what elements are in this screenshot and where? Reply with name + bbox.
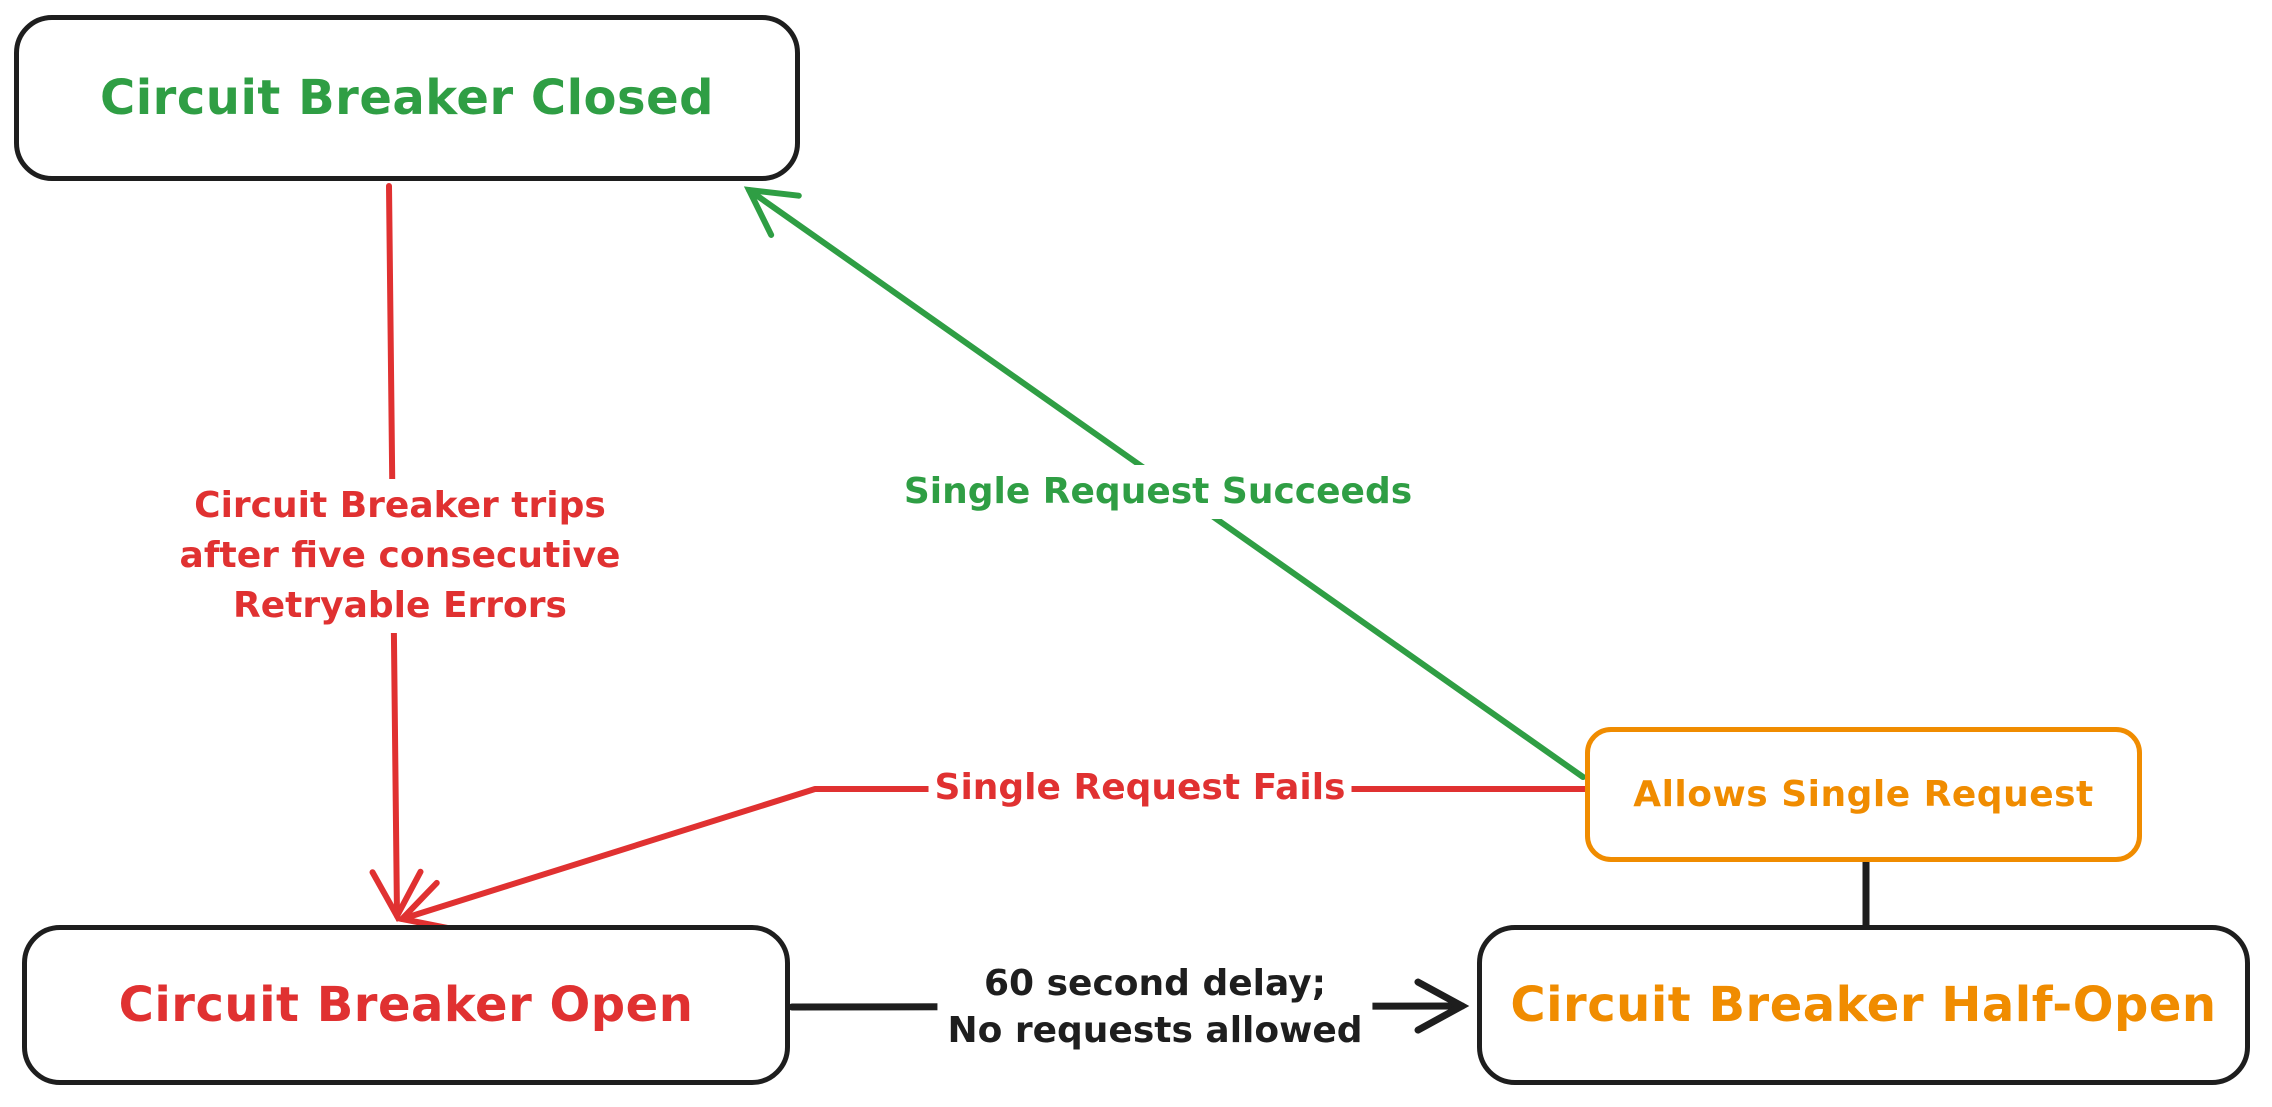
- edge-label-trip-line3: Retryable Errors: [233, 585, 567, 626]
- node-circuit-breaker-half-open-label: Circuit Breaker Half-Open: [1510, 977, 2217, 1033]
- node-allows-single-request: Allows Single Request: [1585, 727, 2142, 862]
- edge-label-delay-line1: 60 second delay;: [983, 963, 1327, 1004]
- edge-label-single-request-fails: Single Request Fails: [928, 763, 1352, 813]
- node-allows-single-request-label: Allows Single Request: [1633, 774, 2094, 815]
- node-circuit-breaker-open: Circuit Breaker Open: [22, 925, 790, 1085]
- node-circuit-breaker-open-label: Circuit Breaker Open: [118, 977, 694, 1033]
- edge-label-trip: Circuit Breaker trips after five consecu…: [169, 479, 631, 633]
- node-circuit-breaker-closed-label: Circuit Breaker Closed: [100, 70, 714, 126]
- node-circuit-breaker-half-open: Circuit Breaker Half-Open: [1477, 925, 2250, 1085]
- edge-label-trip-line2: after five consecutive: [179, 535, 621, 576]
- node-circuit-breaker-closed: Circuit Breaker Closed: [14, 15, 800, 181]
- edge-label-single-request-succeeds: Single Request Succeeds: [893, 465, 1423, 519]
- edge-label-delay: 60 second delay; No requests allowed: [937, 958, 1373, 1056]
- edge-label-delay-line2: No requests allowed: [947, 1010, 1363, 1051]
- edge-label-trip-line1: Circuit Breaker trips: [194, 485, 606, 526]
